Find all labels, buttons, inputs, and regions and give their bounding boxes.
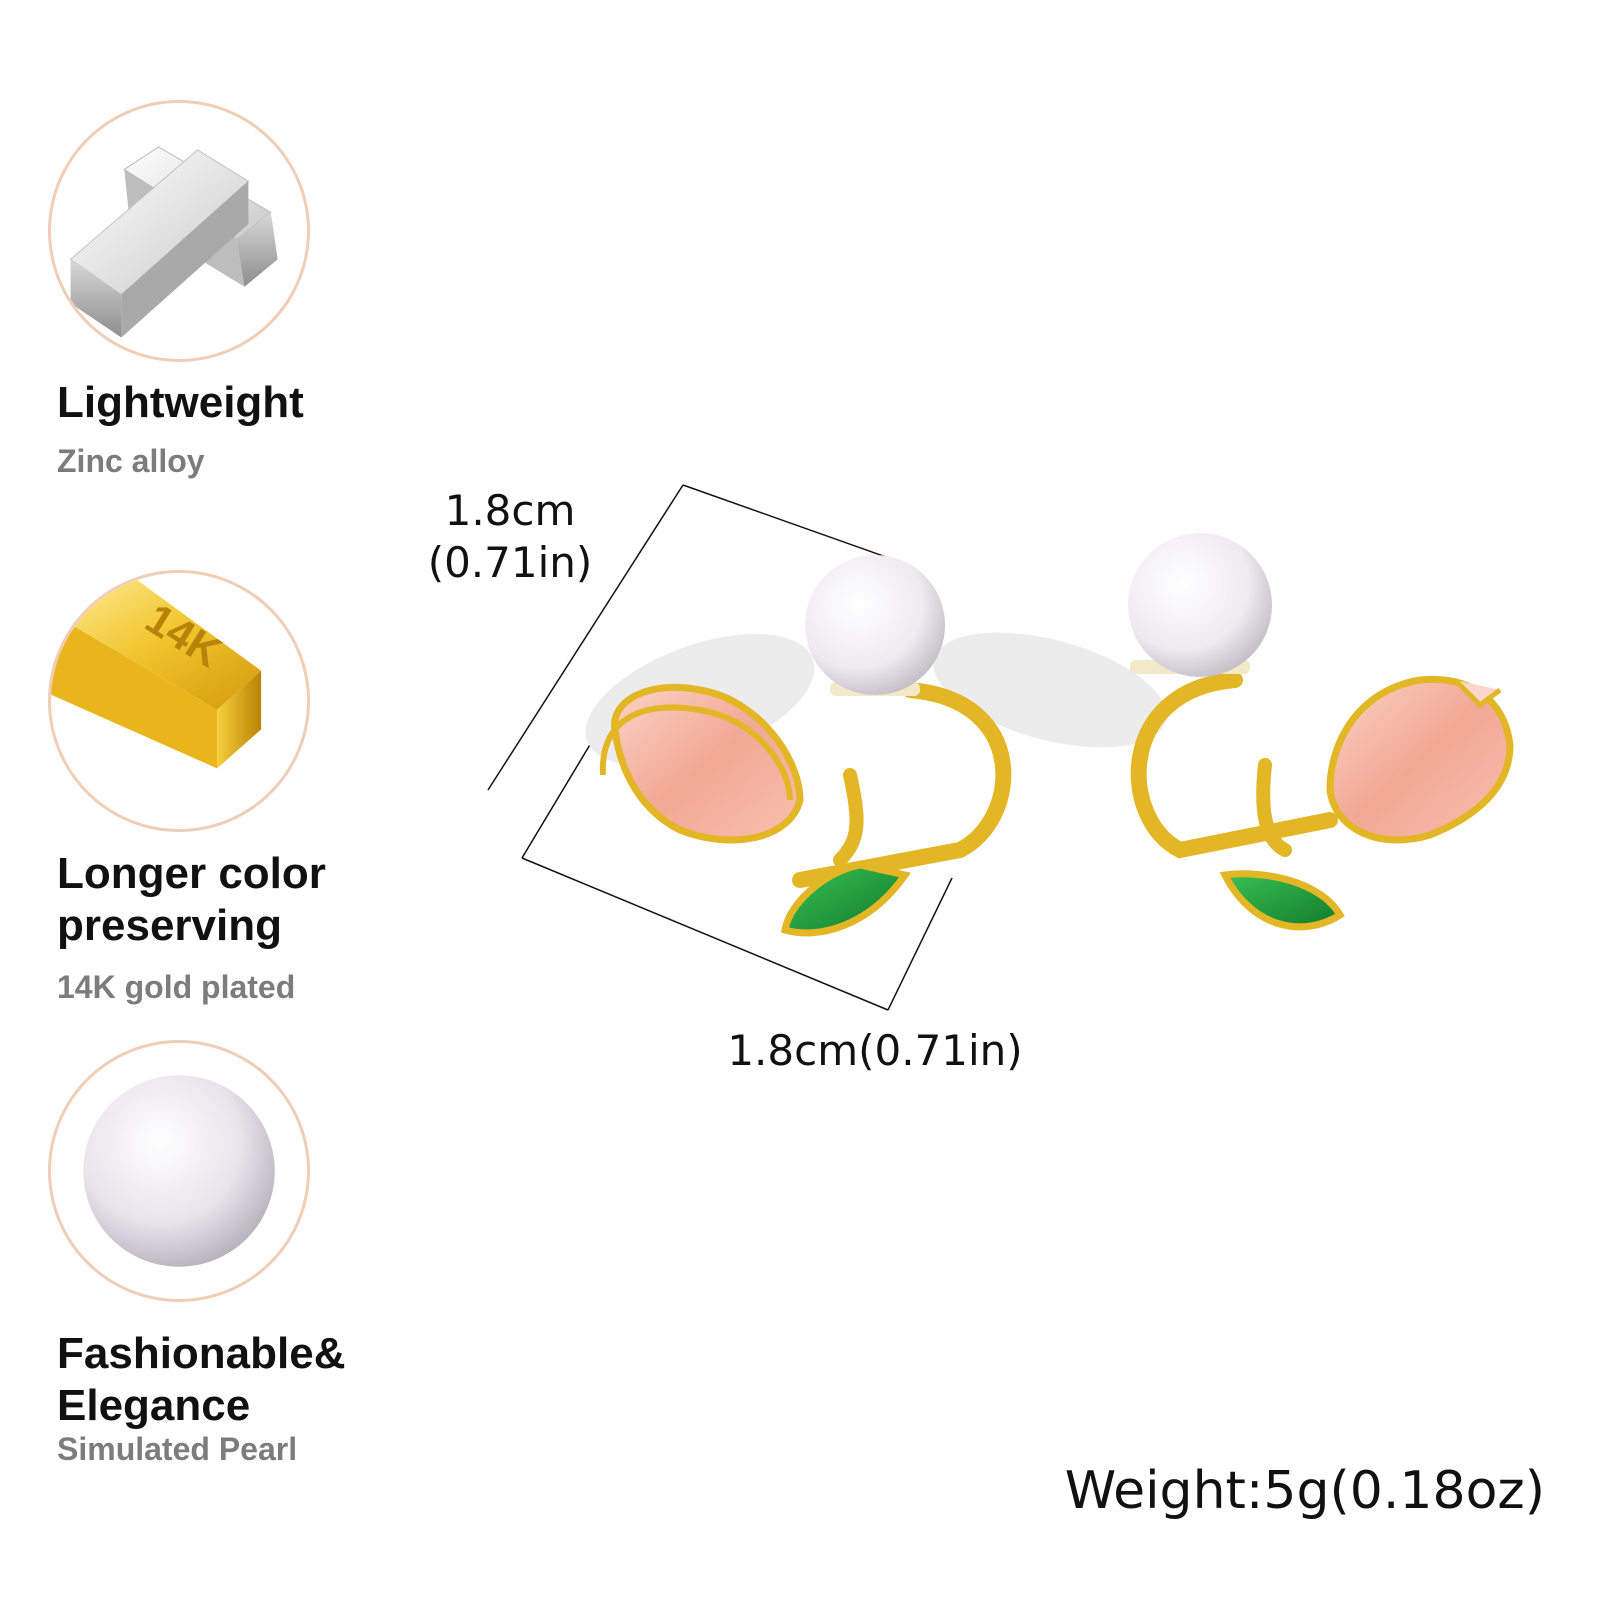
- feature-circle-lightweight: [48, 100, 310, 362]
- feature-title-lightweight: Lightweight: [57, 378, 304, 427]
- feature-subtitle-lightweight: Zinc alloy: [57, 443, 205, 479]
- feature-circle-gold: 14K: [48, 570, 310, 832]
- feature-circle-pearl: [48, 1040, 310, 1302]
- feature-subtitle-pearl: Simulated Pearl: [57, 1431, 298, 1467]
- shadow-right: [933, 632, 1167, 748]
- weight-label: Weight:5g(0.18oz): [1064, 1461, 1545, 1521]
- shadow-left: [585, 634, 815, 766]
- earring-left: [599, 555, 1012, 937]
- pearl-icon: [83, 1075, 275, 1267]
- feature-title-gold: Longer color preserving: [57, 849, 326, 950]
- width-dimension-label: 1.8cm(0.71in): [727, 1026, 1023, 1075]
- feature-title-pearl: Fashionable& Elegance: [57, 1329, 346, 1430]
- gold-bar-icon: 14K: [51, 577, 262, 769]
- height-dimension-label: 1.8cm (0.71in): [427, 486, 593, 587]
- silver-bar-icon: [69, 146, 278, 338]
- feature-subtitle-gold: 14K gold plated: [57, 969, 296, 1005]
- earring-right: [1128, 533, 1514, 931]
